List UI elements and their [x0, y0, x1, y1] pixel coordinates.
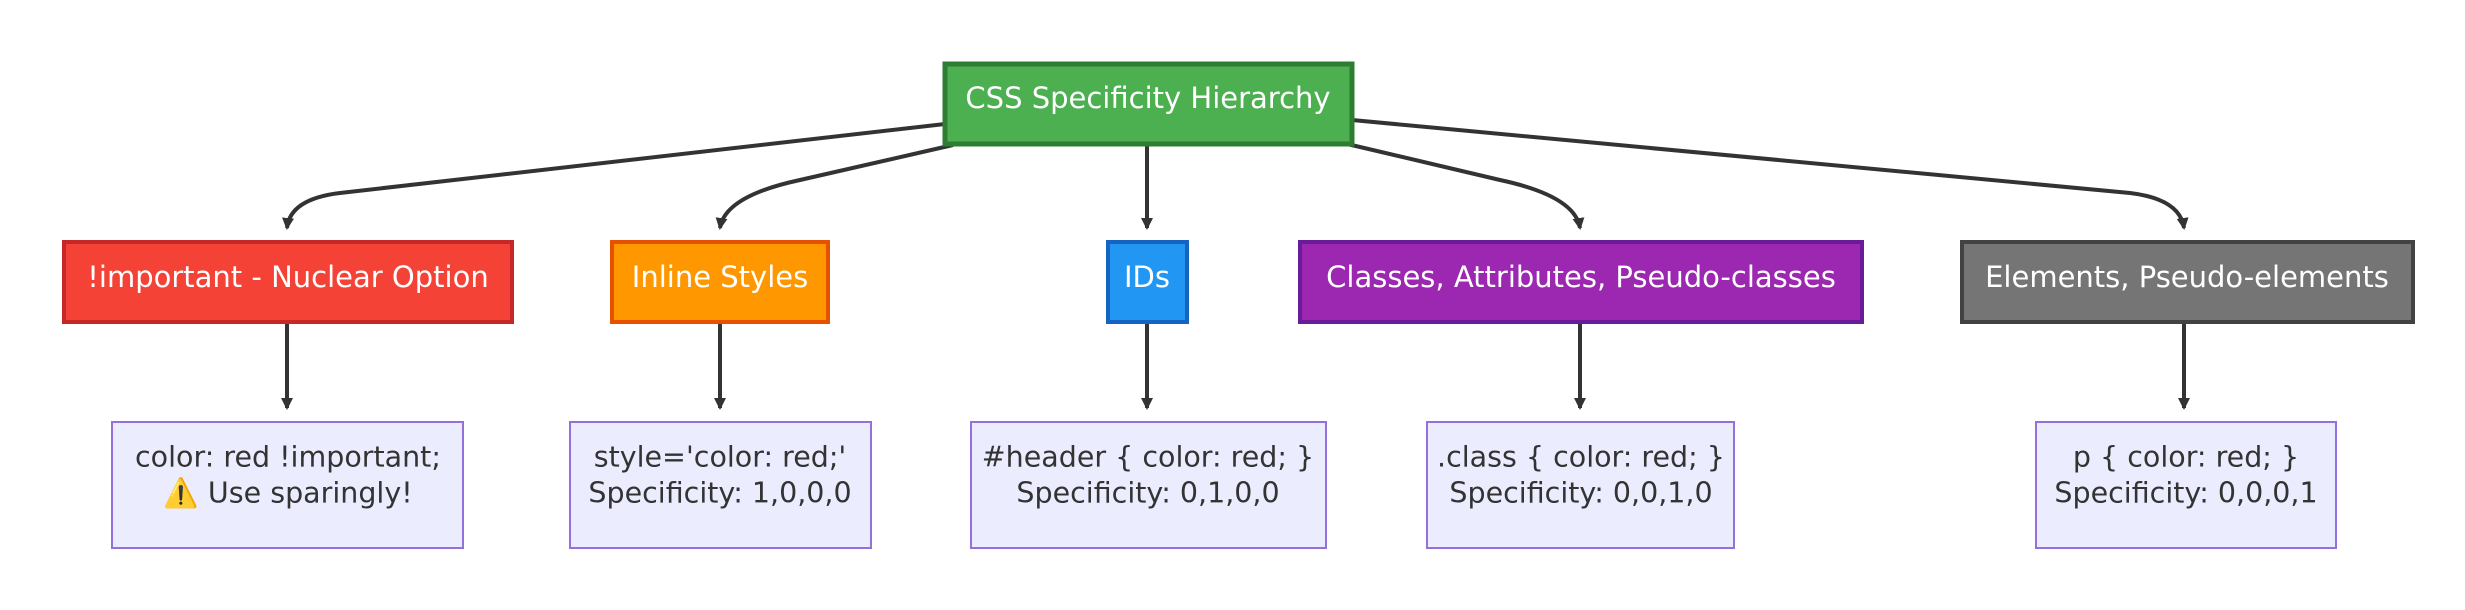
example-ids-line-2: Specificity: 0,1,0,0: [1016, 477, 1279, 510]
level-node-inline: Inline Styles: [610, 240, 830, 324]
example-elements-line-2: Specificity: 0,0,0,1: [2054, 477, 2317, 510]
root-node-box: [942, 61, 1355, 147]
example-important-line-2: ⚠️ Use sparingly!: [163, 477, 412, 510]
level-node-elements: Elements, Pseudo-elements: [1960, 240, 2415, 324]
level-node-important: !important - Nuclear Option: [62, 240, 514, 324]
level-node-classes: Classes, Attributes, Pseudo-classes: [1298, 240, 1864, 324]
level-node-elements-box: [1960, 240, 2415, 324]
example-edges: [281, 322, 2190, 410]
example-classes-line-2: Specificity: 0,0,1,0: [1449, 477, 1712, 510]
example-inline-line-2: Specificity: 1,0,0,0: [588, 477, 851, 510]
root-node: CSS Specificity Hierarchy: [942, 61, 1355, 147]
example-elements-line-1: p { color: red; }: [2073, 441, 2299, 474]
example-box-important-box: [111, 421, 464, 549]
example-important-line-1: color: red !important;: [135, 441, 441, 474]
level-node-important-label: !important - Nuclear Option: [87, 260, 488, 294]
level-node-important-box: [62, 240, 514, 324]
level-node-ids-label: IDs: [1124, 260, 1170, 294]
edge-root-to-classes: [1342, 141, 1585, 230]
example-box-elements-box: [2035, 421, 2337, 549]
example-box-important: color: red !important; ⚠️ Use sparingly!: [111, 421, 464, 549]
level-node-ids: IDs: [1106, 240, 1189, 324]
level-node-inline-box: [610, 240, 830, 324]
root-edges: [282, 118, 2189, 230]
example-box-ids: #header { color: red; } Specificity: 0,1…: [970, 421, 1327, 549]
level-node-classes-label: Classes, Attributes, Pseudo-classes: [1326, 260, 1836, 294]
edge-root-to-inline: [715, 143, 954, 230]
edge-root-to-elements: [1351, 118, 2189, 230]
example-box-classes: .class { color: red; } Specificity: 0,0,…: [1426, 421, 1735, 549]
example-box-classes-box: [1426, 421, 1735, 549]
example-inline-line-1: style='color: red;': [594, 441, 847, 474]
example-classes-line-1: .class { color: red; }: [1437, 441, 1725, 474]
level-node-ids-box: [1106, 240, 1189, 324]
edge-root-to-important: [282, 122, 946, 230]
level-node-classes-box: [1298, 240, 1864, 324]
level-node-inline-label: Inline Styles: [632, 260, 808, 294]
example-ids-line-1: #header { color: red; }: [982, 441, 1314, 474]
level-node-elements-label: Elements, Pseudo-elements: [1985, 260, 2389, 294]
example-box-inline-box: [569, 421, 872, 549]
example-box-elements: p { color: red; } Specificity: 0,0,0,1: [2035, 421, 2337, 549]
example-box-inline: style='color: red;' Specificity: 1,0,0,0: [569, 421, 872, 549]
example-box-ids-box: [970, 421, 1327, 549]
root-node-label: CSS Specificity Hierarchy: [965, 81, 1330, 115]
